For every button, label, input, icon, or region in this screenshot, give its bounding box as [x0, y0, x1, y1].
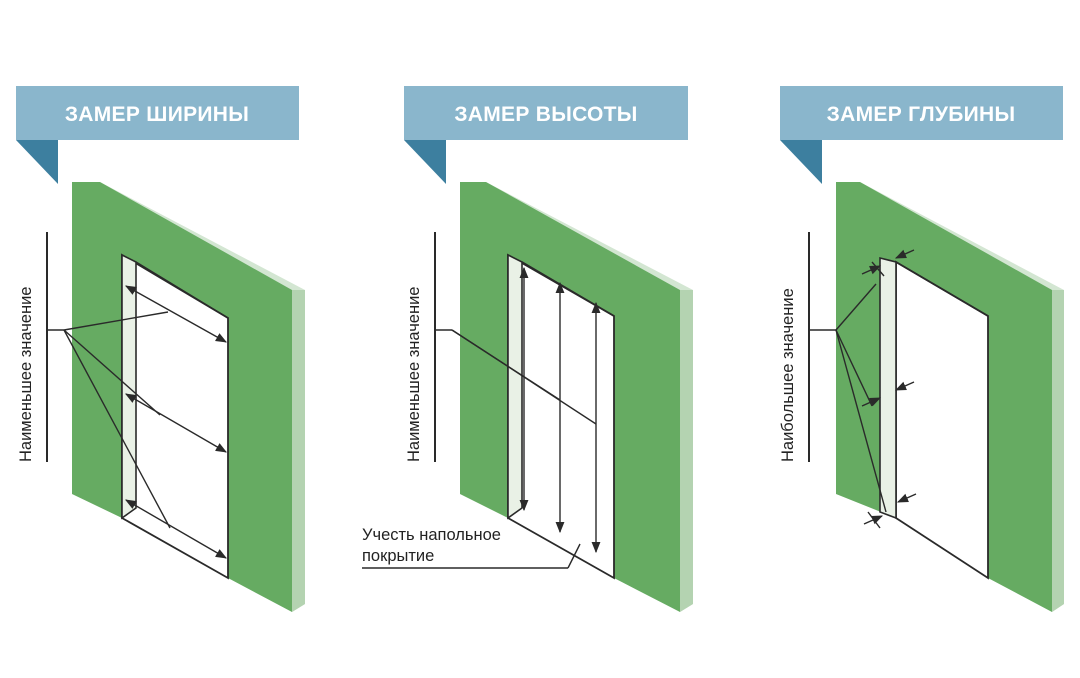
banner-title: ЗАМЕР ШИРИНЫ	[65, 103, 249, 126]
floor-note-line1: Учесть напольное	[362, 526, 501, 544]
banner-height: ЗАМЕР ВЫСОТЫ	[404, 86, 688, 184]
depth-arrow-bottom-a	[863, 515, 884, 525]
banner-tail	[780, 140, 822, 184]
width-arrow-middle	[125, 393, 227, 453]
panel-height: ЗАМЕР ВЫСОТЫ Наименьшее значение Учесть …	[362, 86, 693, 612]
side-label: Наибольшее значение	[779, 288, 797, 462]
banner-title: ЗАМЕР ГЛУБИНЫ	[827, 103, 1016, 126]
floor-note-line2: покрытие	[362, 547, 434, 565]
wall-depth	[836, 182, 1064, 612]
depth-arrow-top-b	[894, 249, 915, 259]
depth-measurements	[861, 249, 917, 529]
banner-width: ЗАМЕР ШИРИНЫ	[16, 86, 299, 184]
banner-tail	[16, 140, 58, 184]
left-jamb	[507, 253, 523, 520]
depth-arrow-bottom-b	[896, 493, 917, 503]
door-opening	[895, 260, 989, 580]
banner-depth: ЗАМЕР ГЛУБИНЫ	[780, 86, 1063, 184]
depth-arrow-mid-b	[894, 381, 915, 391]
banner-tail	[404, 140, 446, 184]
width-arrow-bottom	[125, 499, 227, 559]
banner-box	[780, 86, 1063, 140]
side-label: Наименьшее значение	[405, 287, 423, 462]
side-label: Наименьшее значение	[17, 287, 35, 462]
panel-width: ЗАМЕР ШИРИНЫ Наименьшее значение	[16, 86, 305, 612]
depth-arrow-mid-a	[861, 397, 882, 407]
width-measurements	[125, 285, 227, 559]
banner-box	[404, 86, 688, 140]
banner-title: ЗАМЕР ВЫСОТЫ	[454, 103, 637, 126]
wall-width	[72, 182, 305, 612]
banner-box	[16, 86, 299, 140]
floor-note: Учесть напольное покрытие	[362, 526, 581, 569]
width-arrow-top	[125, 285, 227, 343]
panel-depth: ЗАМЕР ГЛУБИНЫ Наибольшее значение	[779, 86, 1064, 612]
pointer-lines	[809, 283, 887, 513]
jamb-depth-face	[879, 256, 897, 520]
wall-height	[460, 182, 693, 612]
left-jamb	[121, 253, 137, 520]
height-measurements	[519, 266, 601, 554]
